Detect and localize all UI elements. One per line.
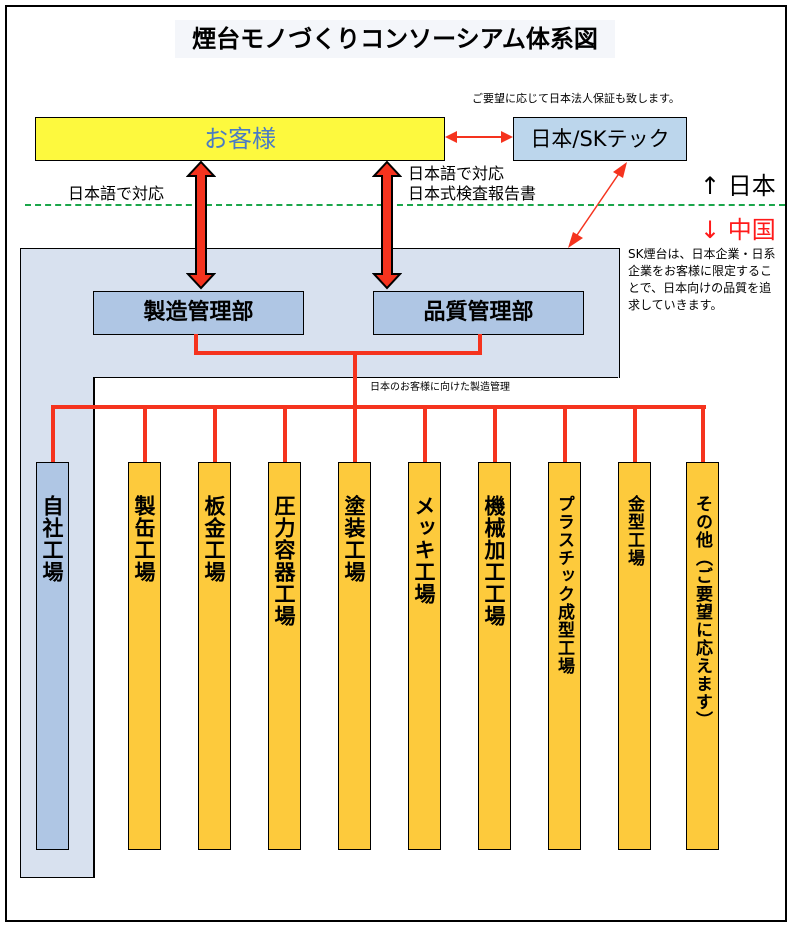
frame (5, 5, 787, 922)
factory-1: 製缶工場 (128, 462, 161, 850)
factory-7: プラスチック成型工場 (548, 462, 581, 850)
factory-connector (143, 405, 147, 463)
double-arrow-right (372, 160, 402, 290)
customer-box: お客様 (35, 117, 445, 161)
factory-9: その他（ご要望に応えます） (686, 462, 719, 850)
factory-connector (563, 405, 567, 463)
factory-connector (51, 405, 55, 463)
factory-connector (213, 405, 217, 463)
factory-0: 自社工場 (36, 462, 69, 850)
factory-8: 金型工場 (618, 462, 651, 850)
right-arrow-label-2: 日本式検査報告書 (408, 184, 537, 203)
factory-connector (353, 405, 357, 463)
factory-3: 圧力容器工場 (268, 462, 301, 850)
region-japan: ↑ 日本 (700, 172, 776, 200)
region-china: ↓ 中国 (700, 216, 776, 244)
quality-dept: 品質管理部 (373, 291, 584, 335)
factory-connector (493, 405, 497, 463)
factory-connector (423, 405, 427, 463)
factory-connector (701, 405, 705, 463)
sk-japan-box: 日本/SKテック (513, 117, 687, 161)
right-arrow-label-1: 日本語で対応 (408, 164, 505, 183)
page-title: 煙台モノづくりコンソーシアム体系図 (175, 20, 615, 58)
japan-china-border (25, 204, 785, 206)
connector (194, 351, 482, 355)
factory-bus-line (51, 405, 706, 409)
management-label: 日本のお客様に向けた製造管理 (370, 382, 510, 393)
connector (194, 334, 198, 354)
factory-connector (633, 405, 637, 463)
factory-connector (283, 405, 287, 463)
area-edge (93, 377, 94, 877)
manufacturing-dept: 製造管理部 (93, 291, 304, 335)
connector (353, 351, 357, 409)
factory-4: 塗装工場 (338, 462, 371, 850)
customer-sk-arrow (445, 131, 513, 143)
factory-2: 板金工場 (198, 462, 231, 850)
guarantee-note: ご要望に応じて日本法人保証も致します。 (472, 92, 680, 105)
factory-6: 機械加工工場 (478, 462, 511, 850)
side-note: SK煙台は、日本企業・日系企業をお客様に限定することで、日本向けの品質を追求して… (628, 247, 776, 312)
left-arrow-label: 日本語で対応 (68, 184, 165, 203)
connector (478, 334, 482, 354)
factory-5: メッキ工場 (408, 462, 441, 850)
sk-china-arrow (568, 162, 627, 248)
double-arrow-left (186, 160, 216, 290)
